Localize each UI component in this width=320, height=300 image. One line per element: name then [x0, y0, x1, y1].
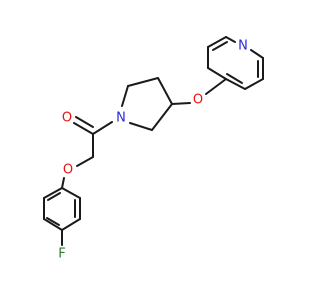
bond — [121, 85, 129, 107]
structure-diagram: N O N O O F — [43, 36, 264, 262]
carbonyl-o-label: O — [62, 111, 72, 126]
fluorine-label: F — [58, 247, 65, 262]
bond — [250, 49, 264, 59]
bond — [157, 77, 173, 105]
bond — [46, 217, 60, 226]
bond — [73, 122, 94, 135]
bond — [92, 121, 113, 135]
bond — [75, 116, 94, 128]
bond — [226, 73, 243, 84]
bond — [244, 78, 264, 90]
molecule-canvas: N O N O O F — [43, 36, 264, 262]
bond — [47, 192, 61, 201]
pyridine-n-label: N — [238, 39, 248, 54]
bond — [61, 177, 65, 189]
bond — [151, 103, 173, 131]
pyrrolidine-ring — [121, 77, 173, 131]
bond — [127, 77, 159, 87]
bond — [207, 67, 227, 80]
ether-o-phenoxy-label: O — [63, 163, 73, 178]
bond — [212, 41, 228, 51]
bond — [207, 36, 227, 48]
fluorophenyl-ring — [43, 187, 81, 231]
bond — [225, 36, 236, 43]
bond — [225, 78, 246, 90]
bond — [129, 122, 153, 131]
bond — [171, 102, 191, 105]
bond — [61, 218, 81, 231]
bond — [43, 218, 63, 231]
bond — [205, 78, 227, 95]
amide-n-label: N — [116, 111, 126, 126]
bond — [43, 187, 63, 199]
pyridine-ring — [207, 36, 264, 90]
ether-o-pyridyl-label: O — [193, 93, 203, 108]
bond — [76, 156, 94, 167]
bond — [61, 187, 81, 199]
